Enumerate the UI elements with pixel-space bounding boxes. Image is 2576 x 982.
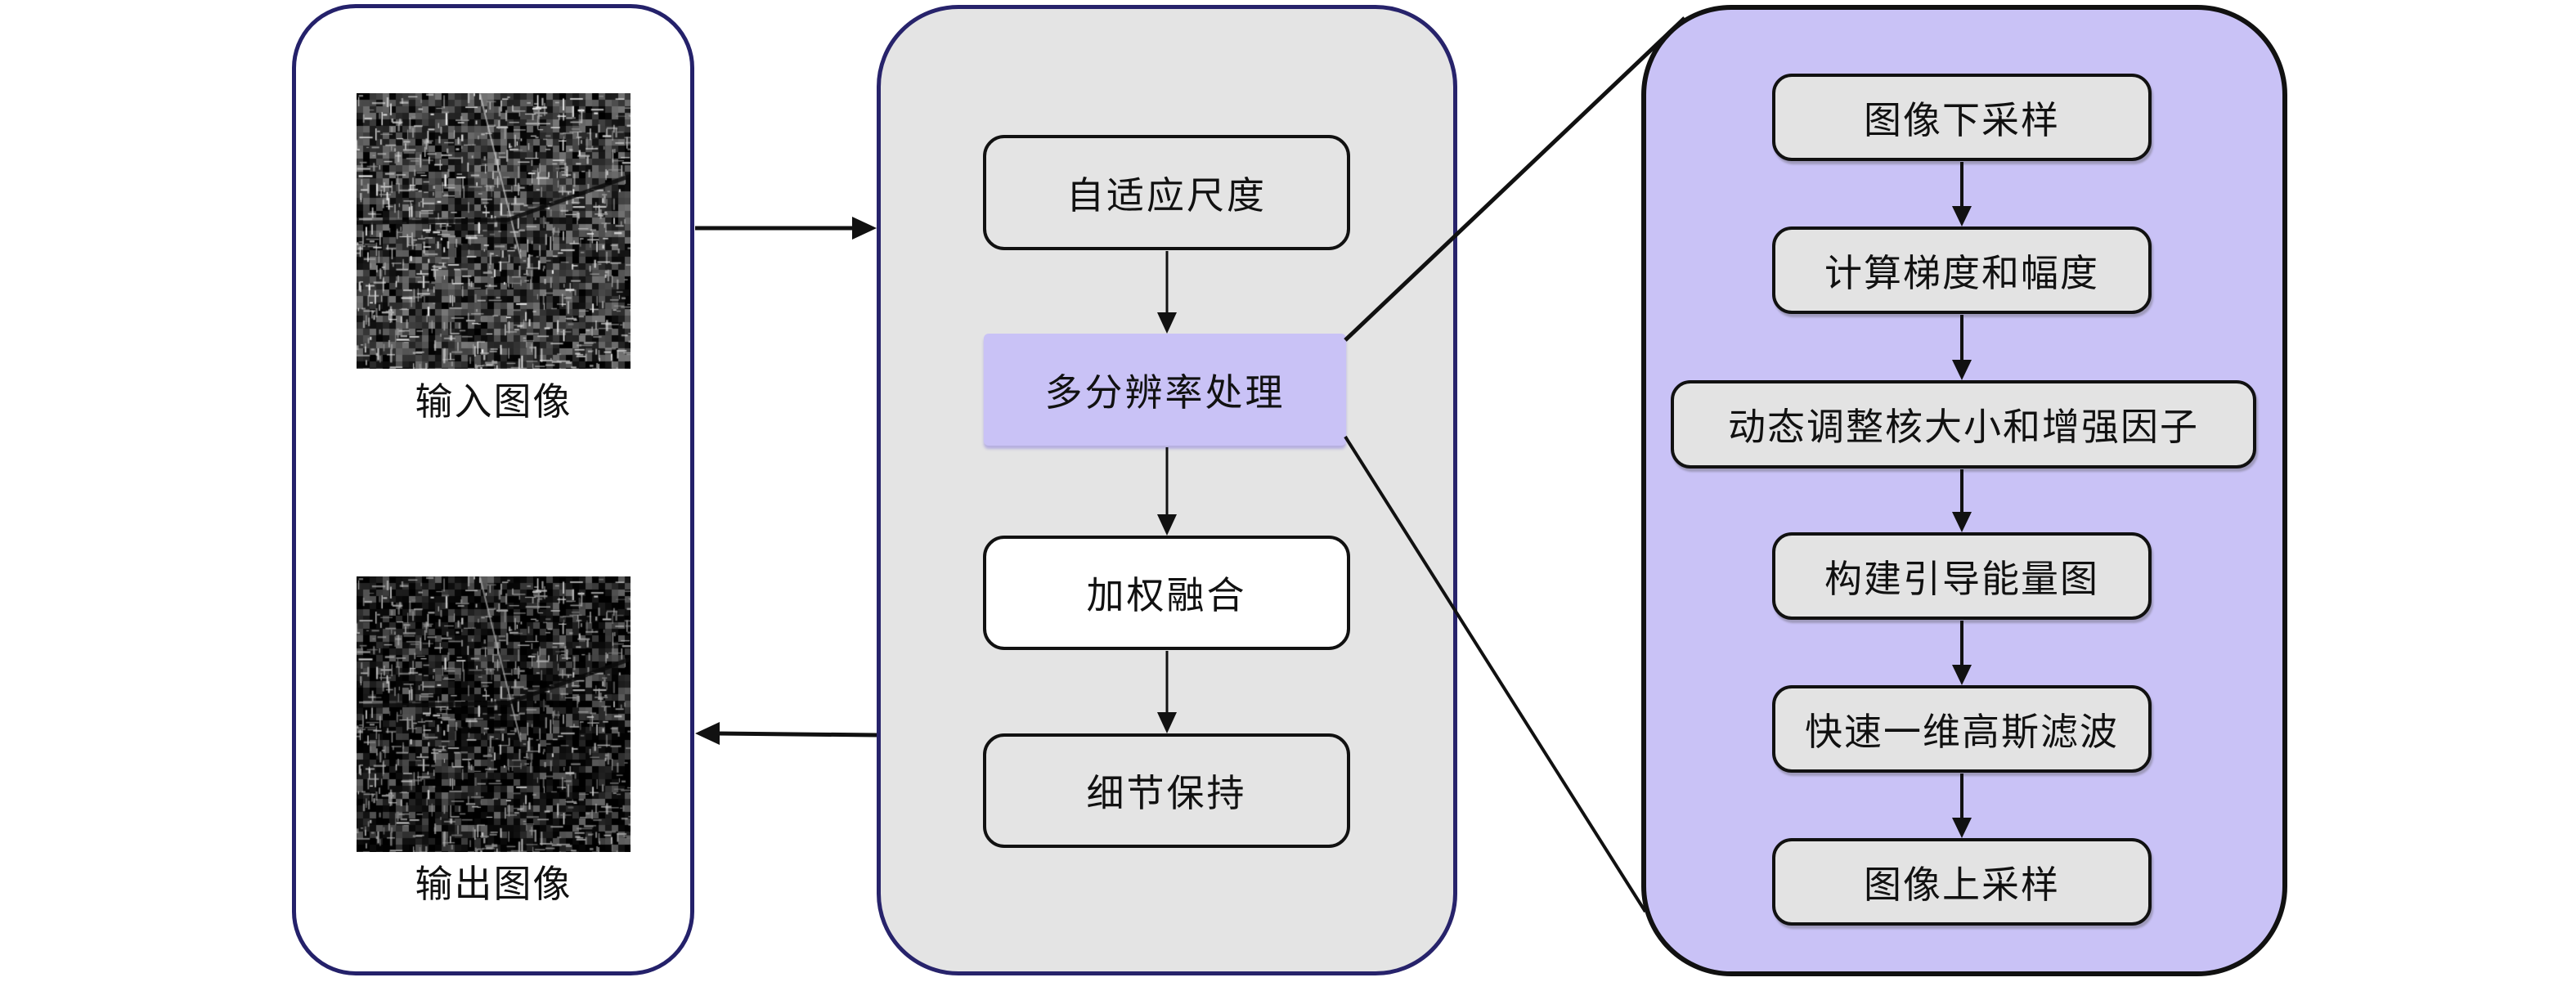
step-label: 图像上采样 (1864, 862, 2060, 907)
step-label: 细节保持 (1086, 771, 1247, 815)
step-label: 动态调整核大小和增强因子 (1728, 405, 2199, 449)
output-image-canvas (357, 576, 631, 852)
detail-step-gradient: 计算梯度和幅度 (1772, 226, 2152, 314)
step-label: 计算梯度和幅度 (1824, 250, 2099, 295)
multiresolution-detail-panel (1641, 5, 2287, 976)
arrowhead-left-icon (695, 722, 720, 745)
detail-step-kernel-adjust: 动态调整核大小和增强因子 (1671, 380, 2256, 469)
input-image-label: 输入图像 (415, 379, 572, 424)
arrowhead-right-icon (852, 217, 877, 240)
output-image-label: 输出图像 (415, 862, 572, 906)
step-label: 快速一维高斯滤波 (1805, 709, 2119, 754)
detail-step-upsample: 图像上采样 (1772, 838, 2152, 926)
detail-step-energy-map: 构建引导能量图 (1772, 532, 2152, 620)
input-image-canvas (357, 93, 631, 369)
step-multiresolution: 多分辨率处理 (984, 334, 1346, 446)
step-label: 自适应尺度 (1066, 173, 1267, 217)
step-adaptive-scale: 自适应尺度 (983, 135, 1350, 250)
step-weighted-fusion: 加权融合 (983, 536, 1350, 650)
step-label: 加权融合 (1086, 573, 1247, 617)
detail-step-gaussian-filter: 快速一维高斯滤波 (1772, 685, 2152, 773)
step-label: 构建引导能量图 (1824, 556, 2099, 601)
step-detail-preservation: 细节保持 (983, 733, 1350, 848)
arrow-pipeline-to-output (716, 731, 877, 738)
output-image (357, 576, 631, 852)
step-label: 多分辨率处理 (1044, 370, 1286, 415)
step-label: 图像下采样 (1864, 97, 2060, 142)
input-image (357, 93, 631, 369)
detail-step-downsample: 图像下采样 (1772, 74, 2152, 161)
